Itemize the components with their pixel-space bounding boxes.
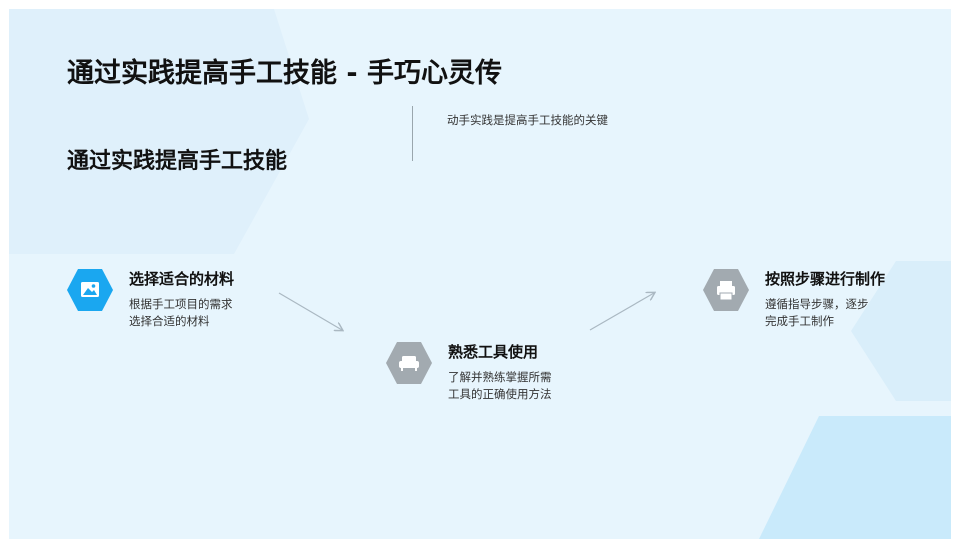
- step-description-line: 遵循指导步骤，逐步: [765, 297, 869, 311]
- divider-line: [412, 106, 413, 161]
- step-title: 按照步骤进行制作: [765, 270, 886, 288]
- step-hexagon: [67, 269, 113, 311]
- decorative-hexagon-right: [851, 261, 951, 401]
- step-description-line: 了解并熟练掌握所需: [448, 370, 552, 384]
- step-description: 根据手工项目的需求 选择合适的材料: [129, 296, 233, 330]
- sofa-icon: [399, 356, 419, 371]
- step-description-line: 工具的正确使用方法: [448, 387, 552, 401]
- step-description-line: 选择合适的材料: [129, 314, 210, 328]
- slide: 通过实践提高手工技能 - 手巧心灵传 通过实践提高手工技能 动手实践是提高手工技…: [9, 9, 951, 539]
- key-note: 动手实践是提高手工技能的关键: [447, 113, 608, 127]
- step-description: 遵循指导步骤，逐步 完成手工制作: [765, 296, 869, 330]
- step-description: 了解并熟练掌握所需 工具的正确使用方法: [448, 369, 552, 403]
- printer-icon: [717, 281, 735, 301]
- slide-title: 通过实践提高手工技能 - 手巧心灵传: [67, 58, 503, 89]
- decorative-hexagon-top-left: [9, 9, 309, 254]
- step-description-line: 根据手工项目的需求: [129, 297, 233, 311]
- decorative-hexagon-bottom-right: [759, 416, 951, 539]
- slide-subtitle: 通过实践提高手工技能: [67, 149, 288, 174]
- step-hexagon: [386, 342, 432, 384]
- step-title: 选择适合的材料: [129, 270, 235, 288]
- step-description-line: 完成手工制作: [765, 314, 834, 328]
- step-title: 熟悉工具使用: [448, 343, 539, 361]
- step-hexagon: [703, 269, 749, 311]
- image-icon: [81, 282, 99, 297]
